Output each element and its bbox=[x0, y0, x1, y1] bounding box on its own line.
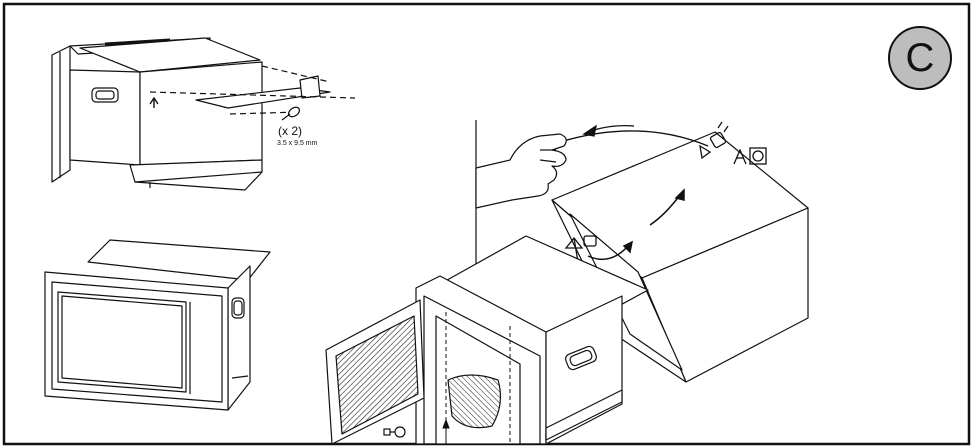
trim-kit-view bbox=[44, 239, 271, 411]
screw-quantity-label: (x 2) bbox=[278, 124, 302, 138]
plug-icon bbox=[699, 121, 729, 160]
screw-guides bbox=[442, 312, 511, 444]
power-cable bbox=[559, 124, 709, 147]
hand-icon bbox=[475, 133, 567, 209]
cable-tie-icon bbox=[564, 235, 597, 263]
step-badge: C bbox=[888, 26, 952, 90]
socket-icon bbox=[749, 147, 767, 165]
screw-icon bbox=[281, 106, 301, 121]
screw-size-label: 3.5 x 9.5 mm bbox=[277, 140, 318, 147]
microwave-door bbox=[325, 299, 425, 445]
rotation-arrow-icon bbox=[587, 188, 685, 261]
bottom-screw-icon bbox=[383, 426, 406, 438]
cutter-icon bbox=[733, 148, 747, 165]
frame-attach-view bbox=[51, 37, 356, 191]
cable-tie-small-icon bbox=[149, 96, 159, 108]
microwave bbox=[415, 275, 623, 445]
